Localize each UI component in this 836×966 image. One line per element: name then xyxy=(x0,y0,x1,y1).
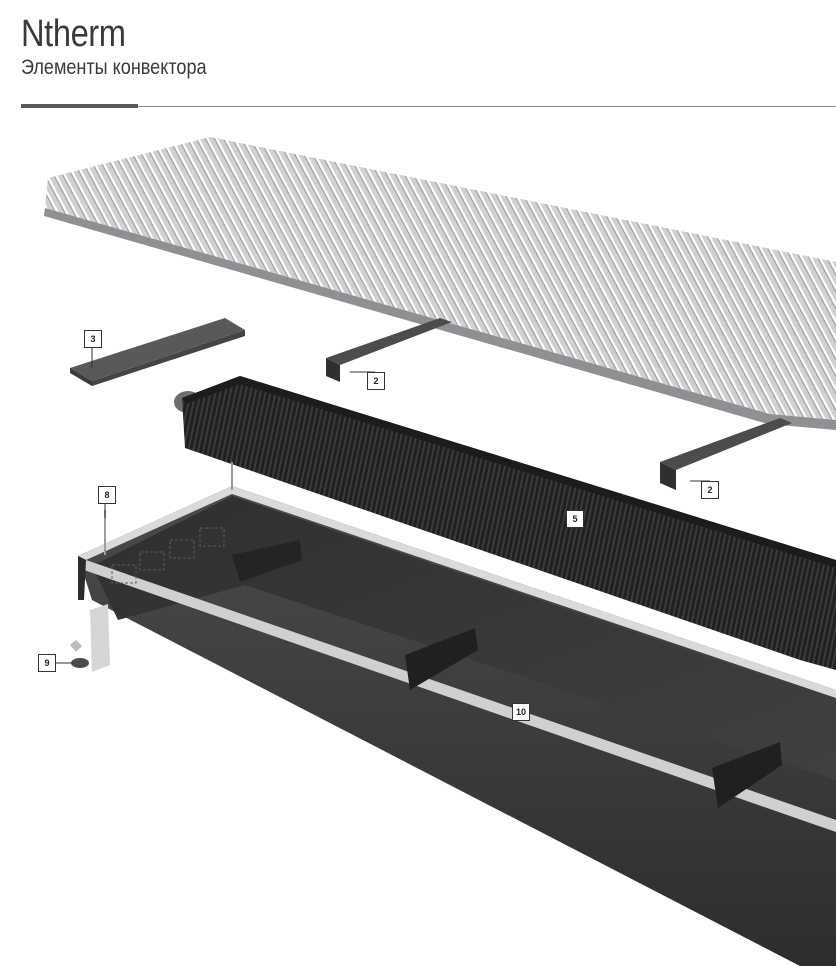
callout-10: 10 xyxy=(512,703,530,721)
support-bracket-lower xyxy=(660,418,792,490)
trough xyxy=(78,486,836,966)
callout-9: 9 xyxy=(38,654,56,672)
end-cap xyxy=(70,318,245,386)
page-header: Ntherm Элементы конвектора xyxy=(21,14,237,80)
callout-8: 8 xyxy=(98,486,116,504)
callout-2-upper: 2 xyxy=(367,372,385,390)
callout-5: 5 xyxy=(566,510,584,528)
page-subtitle: Элементы конвектора xyxy=(21,56,207,79)
grille xyxy=(44,137,836,430)
leveling-foot xyxy=(70,604,110,672)
title-divider xyxy=(138,106,836,107)
callout-3: 3 xyxy=(84,330,102,348)
support-bracket-upper xyxy=(326,318,452,382)
page-title: Ntherm xyxy=(21,13,126,55)
heat-exchanger xyxy=(174,376,836,670)
title-accent-bar xyxy=(21,104,138,108)
callout-2-lower: 2 xyxy=(701,481,719,499)
